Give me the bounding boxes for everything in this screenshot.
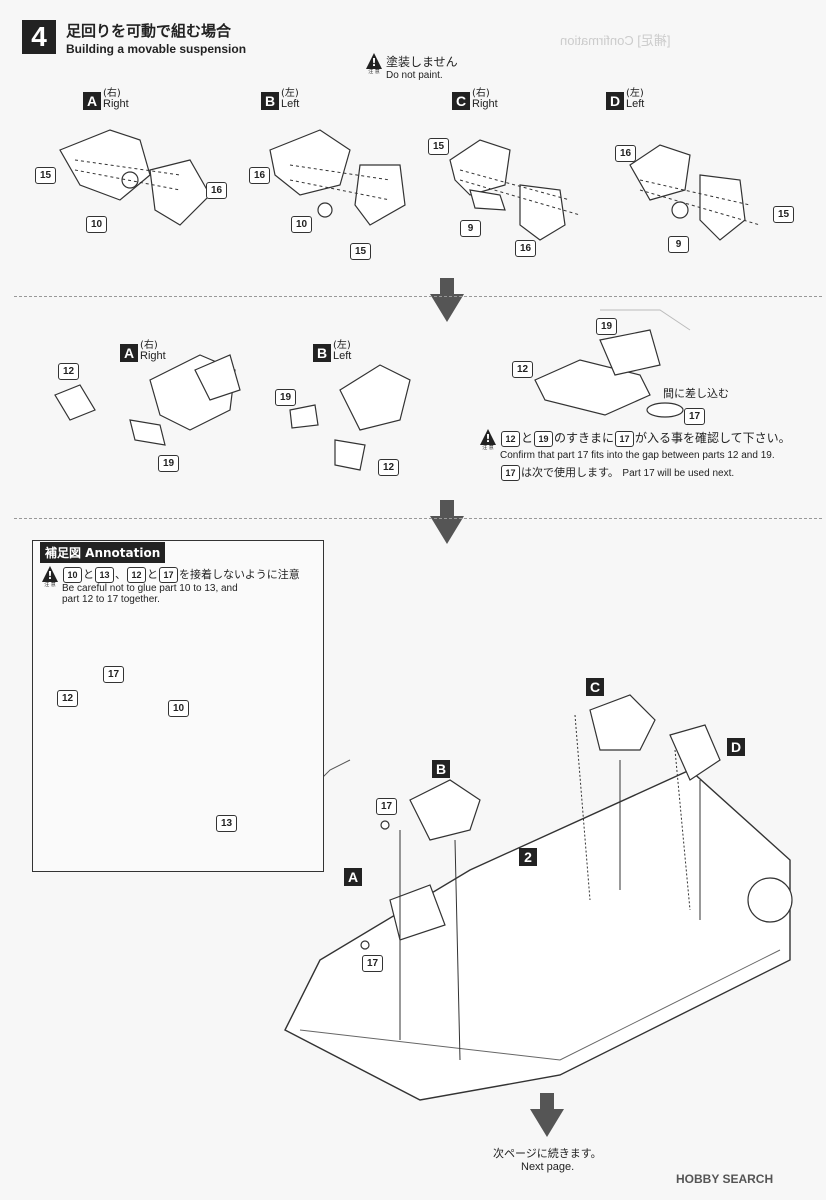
part-label: 13 xyxy=(216,815,237,832)
variant-label-b-assembly: B xyxy=(432,760,450,778)
part-label: 12 xyxy=(378,459,399,476)
section-divider xyxy=(14,518,822,519)
suspension-b-top-drawing xyxy=(269,129,406,226)
part-label: 16 xyxy=(615,145,636,162)
part-label: 15 xyxy=(350,243,371,260)
suspension-a-top-drawing xyxy=(59,129,211,226)
part-label: 16 xyxy=(249,167,270,184)
part-label: 10 xyxy=(291,216,312,233)
paint-warning: ! 注 意 塗装しません Do not paint. xyxy=(366,53,458,81)
suspension-d-top-drawing xyxy=(629,144,761,241)
part-label: 19 xyxy=(596,318,617,335)
suspension-a-mid-drawing xyxy=(54,354,241,446)
part-label: 17 xyxy=(376,798,397,815)
warning-triangle-icon: ! 注 意 xyxy=(42,566,58,588)
watermark-logo: HOBBY SEARCH xyxy=(676,1172,774,1186)
variant-label-d-top: D (左)Left xyxy=(606,88,644,110)
part-label: 15 xyxy=(773,206,794,223)
variant-label-a-assembly: A xyxy=(344,868,362,886)
part-label: 12 xyxy=(58,363,79,380)
part-label: 19 xyxy=(158,455,179,472)
paint-warning-en: Do not paint. xyxy=(386,70,443,81)
part-label: 16 xyxy=(206,182,227,199)
step-title-jp: 足回りを可動で組む場合 xyxy=(66,22,232,40)
variant-label-b-top: B (左)Left xyxy=(261,88,299,110)
hull-assembly-drawing xyxy=(284,694,793,1101)
variant-label-d-assembly: D xyxy=(727,738,745,756)
part-label: 17 xyxy=(103,666,124,683)
down-arrow-icon xyxy=(430,278,464,322)
insert-between-note: 間に差し込む xyxy=(663,387,729,400)
down-arrow-icon xyxy=(430,500,464,544)
part-label: 12 xyxy=(512,361,533,378)
suspension-c-top-drawing xyxy=(449,139,581,241)
warning-triangle-icon: ! 注 意 xyxy=(480,429,496,451)
part-label: 10 xyxy=(168,700,189,717)
continued-en: Next page. xyxy=(521,1161,575,1173)
section-divider xyxy=(14,296,822,297)
hull-part-label: 2 xyxy=(519,848,537,866)
variant-label-a-top: A (右)Right xyxy=(83,88,129,110)
warning-triangle-icon: ! 注 意 xyxy=(366,53,382,75)
variant-label-c-top: C (右)Right xyxy=(452,88,498,110)
down-arrow-icon xyxy=(530,1093,564,1137)
suspension-b-mid-drawing xyxy=(289,364,411,471)
continued-jp: 次ページに続きます。 xyxy=(493,1147,602,1160)
part-label: 15 xyxy=(428,138,449,155)
part-label: 16 xyxy=(515,240,536,257)
part-label: 19 xyxy=(275,389,296,406)
variant-label-b-mid: B (左)Left xyxy=(313,340,351,362)
variant-label-c-assembly: C xyxy=(586,678,604,696)
part-label: 17 xyxy=(362,955,383,972)
variant-label-a-mid: A (右)Right xyxy=(120,340,166,362)
glue-warning-en-1: Be careful not to glue part 10 to 13, an… xyxy=(62,583,238,594)
part-label: 17 xyxy=(684,408,705,425)
gap-warning-en: Confirm that part 17 fits into the gap b… xyxy=(500,449,775,461)
paint-warning-jp: 塗装しません xyxy=(386,55,458,69)
part-label: 10 xyxy=(86,216,107,233)
annotation-title: 補足図 Annotation xyxy=(40,542,166,563)
gap-detail-drawing xyxy=(534,309,691,418)
part-label: 15 xyxy=(35,167,56,184)
part-label: 9 xyxy=(460,220,481,237)
glue-warning-en-2: part 12 to 17 together. xyxy=(62,594,160,605)
part-label: 9 xyxy=(668,236,689,253)
part-label: 12 xyxy=(57,690,78,707)
step-number: 4 xyxy=(22,20,56,54)
step-title-en: Building a movable suspension xyxy=(66,42,247,56)
